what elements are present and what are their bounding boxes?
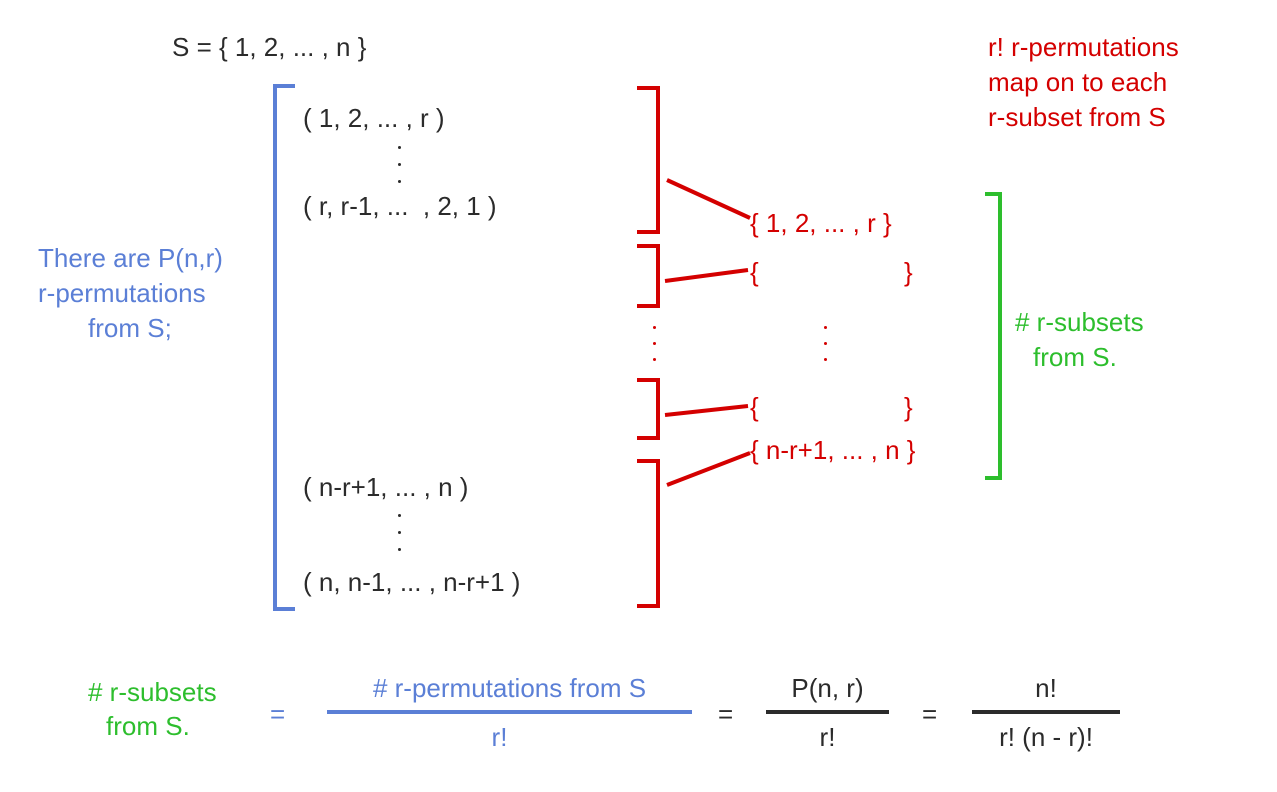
left-note-line-3: from S;	[88, 313, 172, 343]
connector-1	[666, 178, 751, 220]
subset-first: { 1, 2, ... , r }	[750, 208, 892, 238]
set-definition: S = { 1, 2, ... , n }	[172, 32, 367, 62]
group-bracket-1	[637, 86, 660, 234]
formula-equals-3: =	[922, 699, 938, 729]
top-right-note-line-3: r-subset from S	[988, 102, 1166, 132]
permutation-last: ( n-r+1, ... , n )	[303, 472, 469, 502]
left-note-line-2: r-permutations	[38, 278, 206, 308]
top-right-note-line-1: r! r-permutations	[988, 32, 1179, 62]
formula-lhs-line-2: from S.	[106, 711, 190, 741]
formula-equals-1: =	[270, 699, 286, 729]
permutations-bracket	[273, 84, 295, 611]
left-note-line-1: There are P(n,r)	[38, 243, 223, 273]
permutation-first: ( 1, 2, ... , r )	[303, 103, 445, 133]
fraction-3-numerator: n!	[1035, 673, 1057, 703]
subset-last: { n-r+1, ... , n }	[750, 435, 916, 465]
subset-3-open-brace: {	[750, 392, 759, 422]
vertical-ellipsis-1	[398, 146, 402, 186]
connector-3	[664, 404, 749, 417]
vertical-ellipsis-red-left	[653, 326, 657, 366]
right-note-line-2: from S.	[1033, 342, 1117, 372]
top-right-note-line-2: map on to each	[988, 67, 1168, 97]
subsets-bracket	[985, 192, 1002, 480]
subset-2-close-brace: }	[904, 257, 913, 287]
fraction-1-numerator: # r-permutations from S	[372, 673, 647, 703]
fraction-1-denominator: r!	[491, 722, 508, 752]
fraction-2-numerator: P(n, r)	[791, 673, 864, 703]
fraction-2-denominator: r!	[819, 722, 836, 752]
vertical-ellipsis-2	[398, 514, 402, 554]
permutation-last-reversed: ( n, n-1, ... , n-r+1 )	[303, 567, 521, 597]
connector-2	[664, 268, 749, 283]
vertical-ellipsis-red-right	[824, 326, 828, 366]
right-note-line-1: # r-subsets	[1015, 307, 1144, 337]
group-bracket-3	[637, 378, 660, 440]
subset-2-open-brace: {	[750, 257, 759, 287]
formula-equals-2: =	[718, 699, 734, 729]
connector-4	[666, 451, 751, 487]
subset-3-close-brace: }	[904, 392, 913, 422]
group-bracket-2	[637, 244, 660, 308]
fraction-3-denominator: r! (n - r)!	[999, 722, 1093, 752]
permutation-first-reversed: ( r, r-1, ... , 2, 1 )	[303, 191, 497, 221]
formula-lhs-line-1: # r-subsets	[88, 677, 217, 707]
group-bracket-4	[637, 459, 660, 608]
